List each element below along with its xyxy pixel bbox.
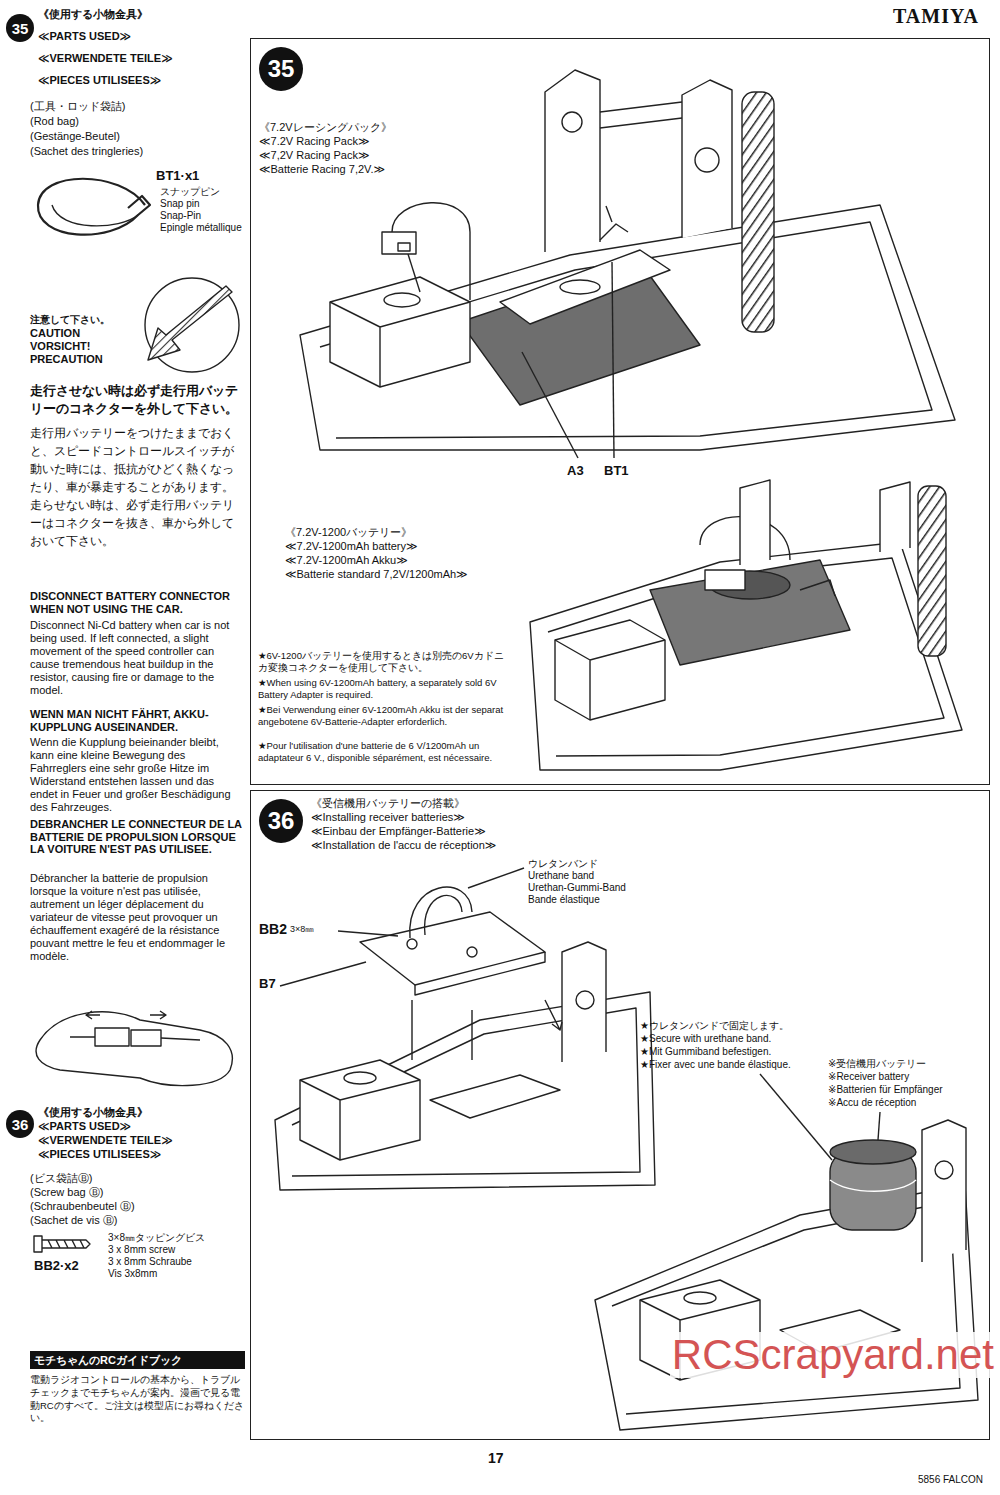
label-text: Vis 3x8mm: [108, 1268, 157, 1280]
label-text: Débrancher la batterie de propulsion lor…: [30, 872, 242, 963]
label-text: ★6V-1200バッテリーを使用するときは別売の6Vカドニカ変換コネクターを使用…: [258, 650, 508, 673]
step-number: 36: [259, 799, 303, 843]
label-text: ≪7.2V-1200mAh Akku≫: [285, 554, 408, 567]
step-number: 36: [6, 1110, 34, 1138]
brand-logo: TAMIYA: [893, 4, 979, 28]
panel-heading: ≪Installing receiver batteries≫: [311, 811, 465, 824]
label-text: ≪7.2V-1200mAh battery≫: [285, 540, 418, 553]
step-number-text: 35: [12, 20, 29, 37]
label-text: ★Mit Gummiband befestigen.: [640, 1046, 771, 1058]
label-text: PRECAUTION: [30, 353, 103, 366]
label-text: 《使用する小物金具》: [38, 8, 148, 21]
label-text: 3 x 8mm screw: [108, 1244, 175, 1256]
label-text: ≪PARTS USED≫: [38, 30, 131, 43]
page-number: 17: [488, 1450, 504, 1467]
label-text: (工具・ロッド袋詰): [30, 100, 125, 113]
label-text: VORSICHT!: [30, 340, 91, 353]
watermark: RCScrapyard.net: [670, 1332, 996, 1378]
label-text: (ビス袋詰Ⓑ): [30, 1172, 92, 1185]
step-number-text: 36: [12, 1116, 29, 1133]
label-text: 電動ラジオコントロールの基本から、トラブルチェックまでモチちゃんが案内。漫画で見…: [30, 1374, 248, 1425]
label-text: 3×8㎜タッピングビス: [108, 1232, 205, 1244]
part-label: B7: [258, 976, 277, 992]
label-text: WENN MAN NICHT FÄHRT, AKKU-KUPPLUNG AUSE…: [30, 708, 242, 733]
panel-heading: ≪Einbau der Empfänger-Batterie≫: [311, 825, 486, 838]
label-text: Snap pin: [160, 198, 199, 210]
label-text: ★ウレタンバンドで固定します。: [640, 1020, 789, 1032]
panel-heading: 《7.2Vレーシングパック》: [259, 121, 392, 134]
label-text: (Rod bag): [30, 115, 79, 128]
panel-heading: ≪Installation de l'accu de réception≫: [311, 839, 496, 852]
part-label: BB2·x2: [34, 1258, 79, 1274]
label-text: (Gestänge-Beutel): [30, 130, 120, 143]
label-text: ★When using 6V-1200mAh battery, a separa…: [258, 677, 508, 700]
label-text: ≪VERWENDETE TEILE≫: [38, 52, 173, 65]
label-text: ※受信機用バッテリー: [828, 1058, 926, 1070]
label-text: 5856 FALCON: [918, 1474, 983, 1486]
label-text: ≪PARTS USED≫: [38, 1120, 131, 1133]
label-text: (Sachet de vis Ⓑ): [30, 1214, 117, 1227]
label-text: (Screw bag Ⓑ): [30, 1186, 103, 1199]
label-text: 走行させない時は必ず走行用バッテリーのコネクターを外して下さい。: [30, 382, 242, 417]
label-text: Wenn die Kupplung beieinander bleibt, ka…: [30, 736, 242, 814]
label-text: Urethane band: [528, 870, 594, 882]
part-label: BB2: [258, 921, 288, 938]
step-panel: 《7.2Vレーシングパック》≪7.2V Racing Pack≫≪7,2V Ra…: [250, 38, 990, 785]
step-number-text: 35: [268, 55, 295, 83]
label-text: ≪Batterie standard 7,2V/1200mAh≫: [285, 568, 468, 581]
step-number: 35: [6, 14, 34, 42]
guide-banner: モチちゃんのRCガイドブック: [30, 1351, 245, 1369]
label-text: 走行用バッテリーをつけたままでおくと、スピードコントロールスイッチが動いた時には…: [30, 424, 242, 550]
panel-heading: ≪7.2V Racing Pack≫: [259, 135, 369, 148]
label-text: DISCONNECT BATTERY CONNECTOR WHEN NOT US…: [30, 590, 242, 615]
label-text: スナップピン: [160, 186, 220, 198]
step-number: 35: [259, 47, 303, 91]
step-number-text: 36: [268, 807, 295, 835]
label-text: ※Accu de réception: [828, 1097, 916, 1109]
label-text: 3×8㎜: [290, 924, 314, 935]
label-text: ≪PIECES UTILISEES≫: [38, 74, 161, 87]
label-text: 注意して下さい。: [30, 314, 110, 326]
label-text: ★Secure with urethane band.: [640, 1033, 771, 1045]
label-text: CAUTION: [30, 327, 80, 340]
label-text: ※Batterien für Empfänger: [828, 1084, 943, 1096]
panel-heading: 《受信機用バッテリーの搭載》: [311, 797, 465, 810]
label-text: Snap-Pin: [160, 210, 201, 222]
label-text: ※Receiver battery: [828, 1071, 909, 1083]
part-label: A3: [566, 463, 585, 479]
label-text: ★Fixer avec une bande élastique.: [640, 1059, 791, 1071]
label-text: ≪VERWENDETE TEILE≫: [38, 1134, 173, 1147]
label-text: 3 x 8mm Schraube: [108, 1256, 192, 1268]
label-text: ≪PIECES UTILISEES≫: [38, 1148, 161, 1161]
panel-heading: ≪7,2V Racing Pack≫: [259, 149, 369, 162]
part-label: BT1·x1: [156, 168, 199, 184]
label-text: Epingle métallique: [160, 222, 242, 234]
label-text: Disconnect Ni-Cd battery when car is not…: [30, 619, 242, 697]
panel-heading: ≪Batterie Racing 7,2V.≫: [259, 163, 385, 176]
label-text: ★Pour l'utilisation d'une batterie de 6 …: [258, 740, 508, 763]
label-text: (Sachet des tringleries): [30, 145, 143, 158]
label-text: (Schraubenbeutel Ⓑ): [30, 1200, 135, 1213]
label-text: 《使用する小物金具》: [38, 1106, 148, 1119]
label-text: DEBRANCHER LE CONNECTEUR DE LA BATTERIE …: [30, 818, 242, 856]
label-text: ★Bei Verwendung einer 6V-1200mAh Akku is…: [258, 704, 508, 727]
label-text: Bande élastique: [528, 894, 600, 906]
label-text: 《7.2V-1200バッテリー》: [285, 526, 412, 539]
label-text: Urethan-Gummi-Band: [528, 882, 626, 894]
label-text: ウレタンバンド: [528, 858, 598, 870]
part-label: BT1: [603, 463, 630, 479]
banner-text: モチちゃんのRCガイドブック: [34, 1353, 182, 1368]
